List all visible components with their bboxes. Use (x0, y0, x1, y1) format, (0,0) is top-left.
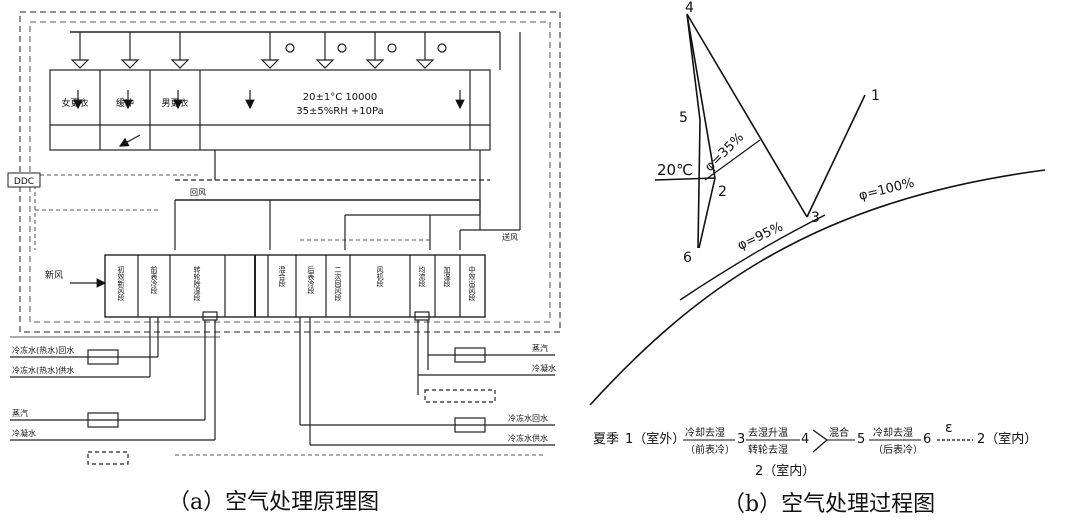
line-4-2 (686, 13, 716, 179)
ahu-section-label: 二次回风段 (334, 266, 342, 302)
chain-step: 转轮去湿 (748, 443, 788, 456)
line-2-6 (698, 177, 716, 249)
pipe-label: 冷冻水(热水)供水 (12, 365, 74, 375)
ahu-section-label: 前表冷段 (150, 265, 158, 295)
caption-b: （b）空气处理过程图 (723, 492, 936, 517)
ahu-section-label: 混合段 (278, 265, 286, 288)
psychrometric-process-panel: 4 1 3 5 2 6 20℃ φ=35% φ=95% φ=100% 夏季 1（… (575, 0, 1080, 522)
chain-eps: ε (945, 420, 953, 436)
chain-p1: 1（室外） (625, 431, 685, 447)
point-label: 4 (685, 0, 694, 16)
room-spec-line1: 20±1°C 10000 (303, 92, 377, 103)
chain-step: 混合 (829, 426, 849, 439)
ddc-label: DDC (14, 177, 34, 187)
return-air-label: 回风 (190, 188, 206, 197)
pipe-label: 冷冻水回水 (508, 413, 548, 423)
line-3-4 (686, 13, 808, 218)
phi95-label: φ=95% (735, 220, 785, 254)
room-spec-line2: 35±5%RH +10Pa (296, 106, 383, 117)
phi100-label: φ=100% (857, 176, 916, 204)
ahu-section-label: 初效新风段 (117, 265, 125, 302)
room-zone-label: 女更衣 (61, 97, 88, 109)
process-chain: 夏季 1（室外） 冷却去湿 （前表冷） 3 去湿升温 转轮去湿 4 2（室内） … (593, 420, 1037, 479)
point-label: 2 (718, 184, 727, 200)
point-label: 3 (811, 210, 820, 226)
chain-step: 冷却去湿 (873, 426, 913, 439)
air-handling-unit (104, 254, 486, 318)
clean-room-block (49, 69, 491, 151)
ahu-section-label: 均流段 (418, 265, 426, 288)
point-label: 1 (871, 88, 880, 104)
chain-p2-room: 2（室内） (755, 463, 815, 479)
chain-p3: 3 (737, 432, 745, 447)
caption-a: （a）空气处理原理图 (168, 490, 380, 515)
temp-label: 20℃ (657, 161, 693, 179)
ahu-section-label: 加湿段 (443, 265, 451, 288)
pipe-label: 蒸汽 (532, 343, 548, 353)
fresh-air-label: 新风 (45, 269, 63, 281)
chain-p5: 5 (857, 432, 865, 447)
point-label: 6 (683, 250, 692, 266)
ahu-section-label: 风机段 (376, 266, 384, 288)
air-handling-schematic: DDC 女更衣 缓冲 男更衣 20±1°C 10000 35±5%RH +10P… (7, 11, 561, 515)
point-label: 5 (679, 110, 688, 126)
chain-step: 去湿升温 (748, 427, 788, 439)
pipe-label: 蒸汽 (12, 408, 28, 418)
saturation-curve (589, 169, 1046, 406)
pipe-label: 冷冻水(热水)回水 (12, 345, 74, 355)
room-zone-label: 缓冲 (116, 97, 134, 109)
chain-season: 夏季 (593, 432, 619, 447)
control-boundary (19, 11, 561, 333)
chain-step: （前表冷） (685, 443, 735, 456)
pipe-label: 冷冻水供水 (508, 433, 548, 443)
ddc-controller (7, 172, 41, 188)
chain-p2-end: 2（室内） (977, 431, 1037, 447)
isotherm-20c (654, 177, 716, 181)
line-4-5 (686, 13, 701, 121)
supply-diffusers (70, 32, 435, 69)
chain-step: （后表冷） (873, 443, 923, 456)
pipe-label: 冷凝水 (12, 428, 36, 438)
pipe-label: 冷凝水 (532, 363, 556, 373)
exhaust-air-label: 送风 (502, 232, 518, 242)
line-5-6 (697, 119, 701, 249)
phi95-curve (679, 214, 826, 301)
process-chart: 4 1 3 5 2 6 20℃ φ=35% φ=95% φ=100% 夏季 1（… (589, 0, 1046, 479)
room-zone-label: 男更衣 (161, 97, 188, 109)
ahu-section-labels: 初效新风段 前表冷段 转轮除湿段 混合段 后表冷段 二次回风段 风机段 均流段 … (117, 265, 476, 302)
chain-p6: 6 (923, 432, 931, 447)
line-1-3 (806, 94, 866, 218)
chain-p4: 4 (801, 432, 809, 447)
chain-step: 冷却去湿 (685, 426, 725, 439)
phi35-label: φ=35% (702, 130, 747, 175)
schematic-drawing: DDC 女更衣 缓冲 男更衣 20±1°C 10000 35±5%RH +10P… (7, 11, 561, 465)
ahu-section-label: 转轮除湿段 (193, 265, 201, 302)
phi35-line (704, 139, 761, 181)
ahu-section-label: 后表冷段 (307, 265, 315, 295)
ahu-section-label: 中效出风段 (468, 265, 476, 302)
